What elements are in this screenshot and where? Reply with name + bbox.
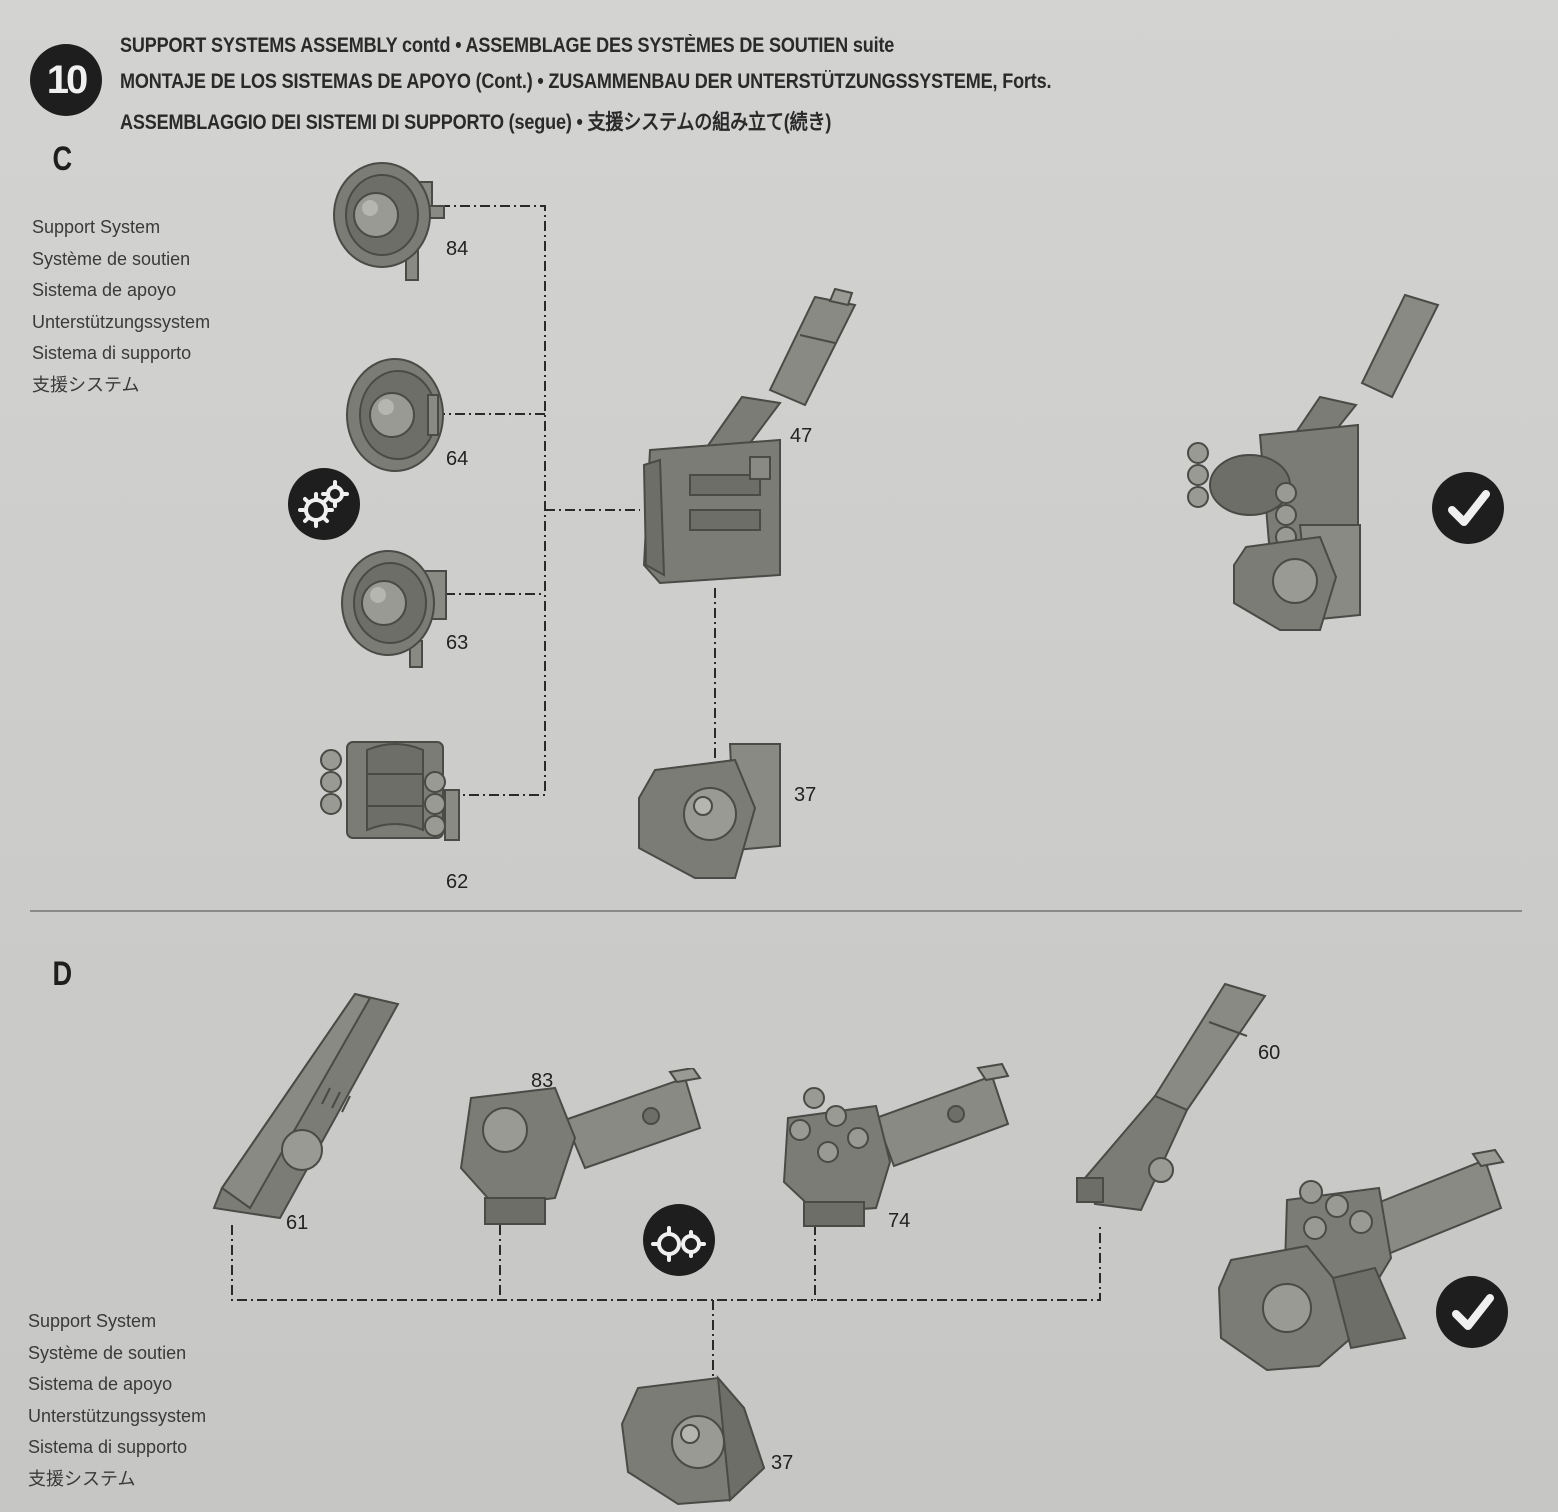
gears-icon-graphic <box>298 480 349 528</box>
part-62-illustration <box>320 741 460 841</box>
description-line: Support System <box>28 1311 157 1331</box>
description-line: 支援システム <box>28 1468 136 1489</box>
assembled-support-system-d <box>1217 1148 1505 1372</box>
section-c-description: Support System Système de soutien Sistem… <box>32 212 210 401</box>
description-line: Sistema de apoyo <box>28 1374 173 1394</box>
part-number-63: 63 <box>446 632 469 654</box>
part-number-47: 47 <box>790 425 813 447</box>
gears-icon <box>643 1204 715 1276</box>
description-line: Unterstützungssystem <box>32 311 211 332</box>
description-line: Sistema de apoyo <box>32 280 177 300</box>
part-61-illustration <box>212 992 400 1220</box>
step-number-badge: 10 <box>30 44 102 116</box>
description-line: Système de soutien <box>28 1342 187 1363</box>
part-64-illustration <box>346 358 444 472</box>
description-line: Support System <box>32 217 161 237</box>
part-74-illustration <box>782 1062 1010 1227</box>
part-number-37: 37 <box>771 1452 794 1474</box>
checkmark-icon <box>1432 472 1504 544</box>
checkmark-icon-graphic <box>1448 490 1490 526</box>
part-83-illustration <box>459 1068 702 1225</box>
step-heading-line-3: ASSEMBLAGGIO DEI SISTEMI DI SUPPORTO (se… <box>120 111 832 134</box>
part-number-37: 37 <box>794 784 817 806</box>
part-37-illustration <box>638 743 781 879</box>
guide-line <box>440 205 546 796</box>
gears-icon <box>288 468 360 540</box>
part-number-61: 61 <box>286 1212 309 1234</box>
assembled-support-system-c <box>1187 293 1440 631</box>
part-number-64: 64 <box>446 448 469 470</box>
description-line: Système de soutien <box>32 248 191 269</box>
step-number: 10 <box>46 57 88 102</box>
checkmark-icon <box>1436 1276 1508 1348</box>
part-60-illustration <box>1076 982 1267 1212</box>
part-number-74: 74 <box>888 1210 911 1232</box>
section-divider <box>30 910 1522 912</box>
step-heading-line-1: SUPPORT SYSTEMS ASSEMBLY contd • ASSEMBL… <box>120 34 895 57</box>
description-line: Sistema di supporto <box>28 1437 188 1457</box>
part-47-illustration <box>642 287 857 585</box>
description-line: 支援システム <box>32 374 140 395</box>
description-line: Sistema di supporto <box>32 343 192 363</box>
part-37-illustration <box>620 1374 766 1506</box>
section-c-letter: C <box>52 140 73 178</box>
part-84-illustration <box>333 162 445 281</box>
gears-icon-graphic <box>651 1226 706 1262</box>
guide-line <box>231 1225 1101 1301</box>
part-number-84: 84 <box>446 238 469 260</box>
step-heading-line-2: MONTAJE DE LOS SISTEMAS DE APOYO (Cont.)… <box>120 70 1052 93</box>
checkmark-icon-graphic <box>1452 1294 1494 1330</box>
section-d-description: Support System Système de soutien Sistem… <box>28 1306 206 1495</box>
part-number-83: 83 <box>531 1070 554 1092</box>
description-line: Unterstützungssystem <box>28 1405 207 1426</box>
part-number-60: 60 <box>1258 1042 1281 1064</box>
section-d-letter: D <box>52 955 73 993</box>
part-number-62: 62 <box>446 871 469 893</box>
part-63-illustration <box>341 550 447 668</box>
